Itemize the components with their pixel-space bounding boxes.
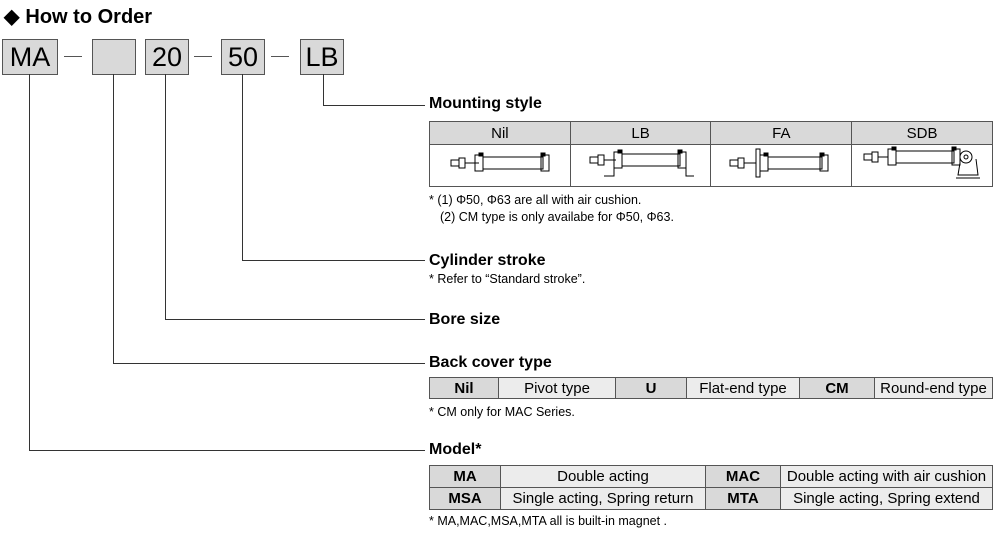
back-cover-code-cm: CM: [799, 377, 875, 399]
back-cover-code-nil: Nil: [429, 377, 499, 399]
cylinder-stroke-title: Cylinder stroke: [429, 252, 546, 269]
cylinder-nil-icon: [450, 152, 550, 172]
table-row: MA Double acting MAC Double acting with …: [429, 465, 993, 488]
back-cover-desc-nil: Pivot type: [498, 377, 616, 399]
mounting-style-table: Nil LB FA SDB: [429, 121, 993, 187]
code-box-model: MA: [2, 39, 58, 75]
model-desc-mac: Double acting with air cushion: [780, 465, 993, 488]
mounting-note-2: (2) CM type is only availabe for Φ50, Φ6…: [440, 210, 674, 224]
cylinder-lb-icon: [589, 149, 694, 177]
connector-model: [29, 450, 425, 451]
mount-option-fa: FA: [710, 121, 853, 145]
code-box-back-cover: [92, 39, 136, 75]
mount-option-sdb: SDB: [851, 121, 993, 145]
table-row: MSA Single acting, Spring return MTA Sin…: [429, 487, 993, 510]
code-box-mount: LB: [300, 39, 344, 75]
back-cover-title: Back cover type: [429, 354, 552, 371]
code-dash: [271, 56, 289, 57]
model-code-ma: MA: [429, 465, 501, 488]
cylinder-fa-icon: [729, 148, 829, 178]
cylinder-sdb-icon: [863, 146, 981, 179]
model-desc-ma: Double acting: [500, 465, 706, 488]
model-code-mac: MAC: [705, 465, 781, 488]
cylinder-stroke-note: * Refer to “Standard stroke”.: [429, 272, 586, 286]
page-title: ◆How to Order: [4, 4, 152, 29]
code-box-stroke: 50: [221, 39, 265, 75]
connector-bore: [165, 319, 425, 320]
mount-image-nil: [429, 144, 571, 187]
connector-mount: [323, 105, 425, 106]
bore-size-title: Bore size: [429, 311, 501, 328]
back-cover-code-u: U: [615, 377, 687, 399]
mount-image-lb: [569, 144, 712, 187]
back-cover-table: Nil Pivot type U Flat-end type CM Round-…: [429, 377, 993, 399]
model-code-msa: MSA: [429, 487, 501, 510]
mount-image-fa: [710, 144, 853, 187]
back-cover-desc-u: Flat-end type: [686, 377, 800, 399]
model-title: Model*: [429, 441, 482, 458]
model-desc-mta: Single acting, Spring extend: [780, 487, 993, 510]
mount-image-sdb: [851, 144, 993, 187]
model-code-mta: MTA: [705, 487, 781, 510]
connector-bore: [165, 74, 166, 319]
back-cover-note: * CM only for MAC Series.: [429, 405, 575, 419]
code-dash: [64, 56, 82, 57]
connector-back-cover: [113, 74, 114, 363]
code-dash: [194, 56, 212, 57]
connector-mount: [323, 74, 324, 105]
mounting-note-1: * (1) Φ50, Φ63 are all with air cushion.: [429, 193, 642, 207]
back-cover-desc-cm: Round-end type: [874, 377, 993, 399]
mount-option-nil: Nil: [429, 121, 571, 145]
mount-option-lb: LB: [569, 121, 712, 145]
model-note: * MA,MAC,MSA,MTA all is built-in magnet …: [429, 514, 668, 528]
connector-model: [29, 74, 30, 450]
connector-stroke: [242, 74, 243, 260]
title-text: How to Order: [25, 6, 153, 28]
model-desc-msa: Single acting, Spring return: [500, 487, 706, 510]
diamond-bullet-icon: ◆: [4, 6, 20, 28]
connector-back-cover: [113, 363, 425, 364]
mounting-style-title: Mounting style: [429, 95, 542, 112]
model-table: MA Double acting MAC Double acting with …: [429, 465, 993, 510]
code-box-bore: 20: [145, 39, 189, 75]
connector-stroke: [242, 260, 425, 261]
